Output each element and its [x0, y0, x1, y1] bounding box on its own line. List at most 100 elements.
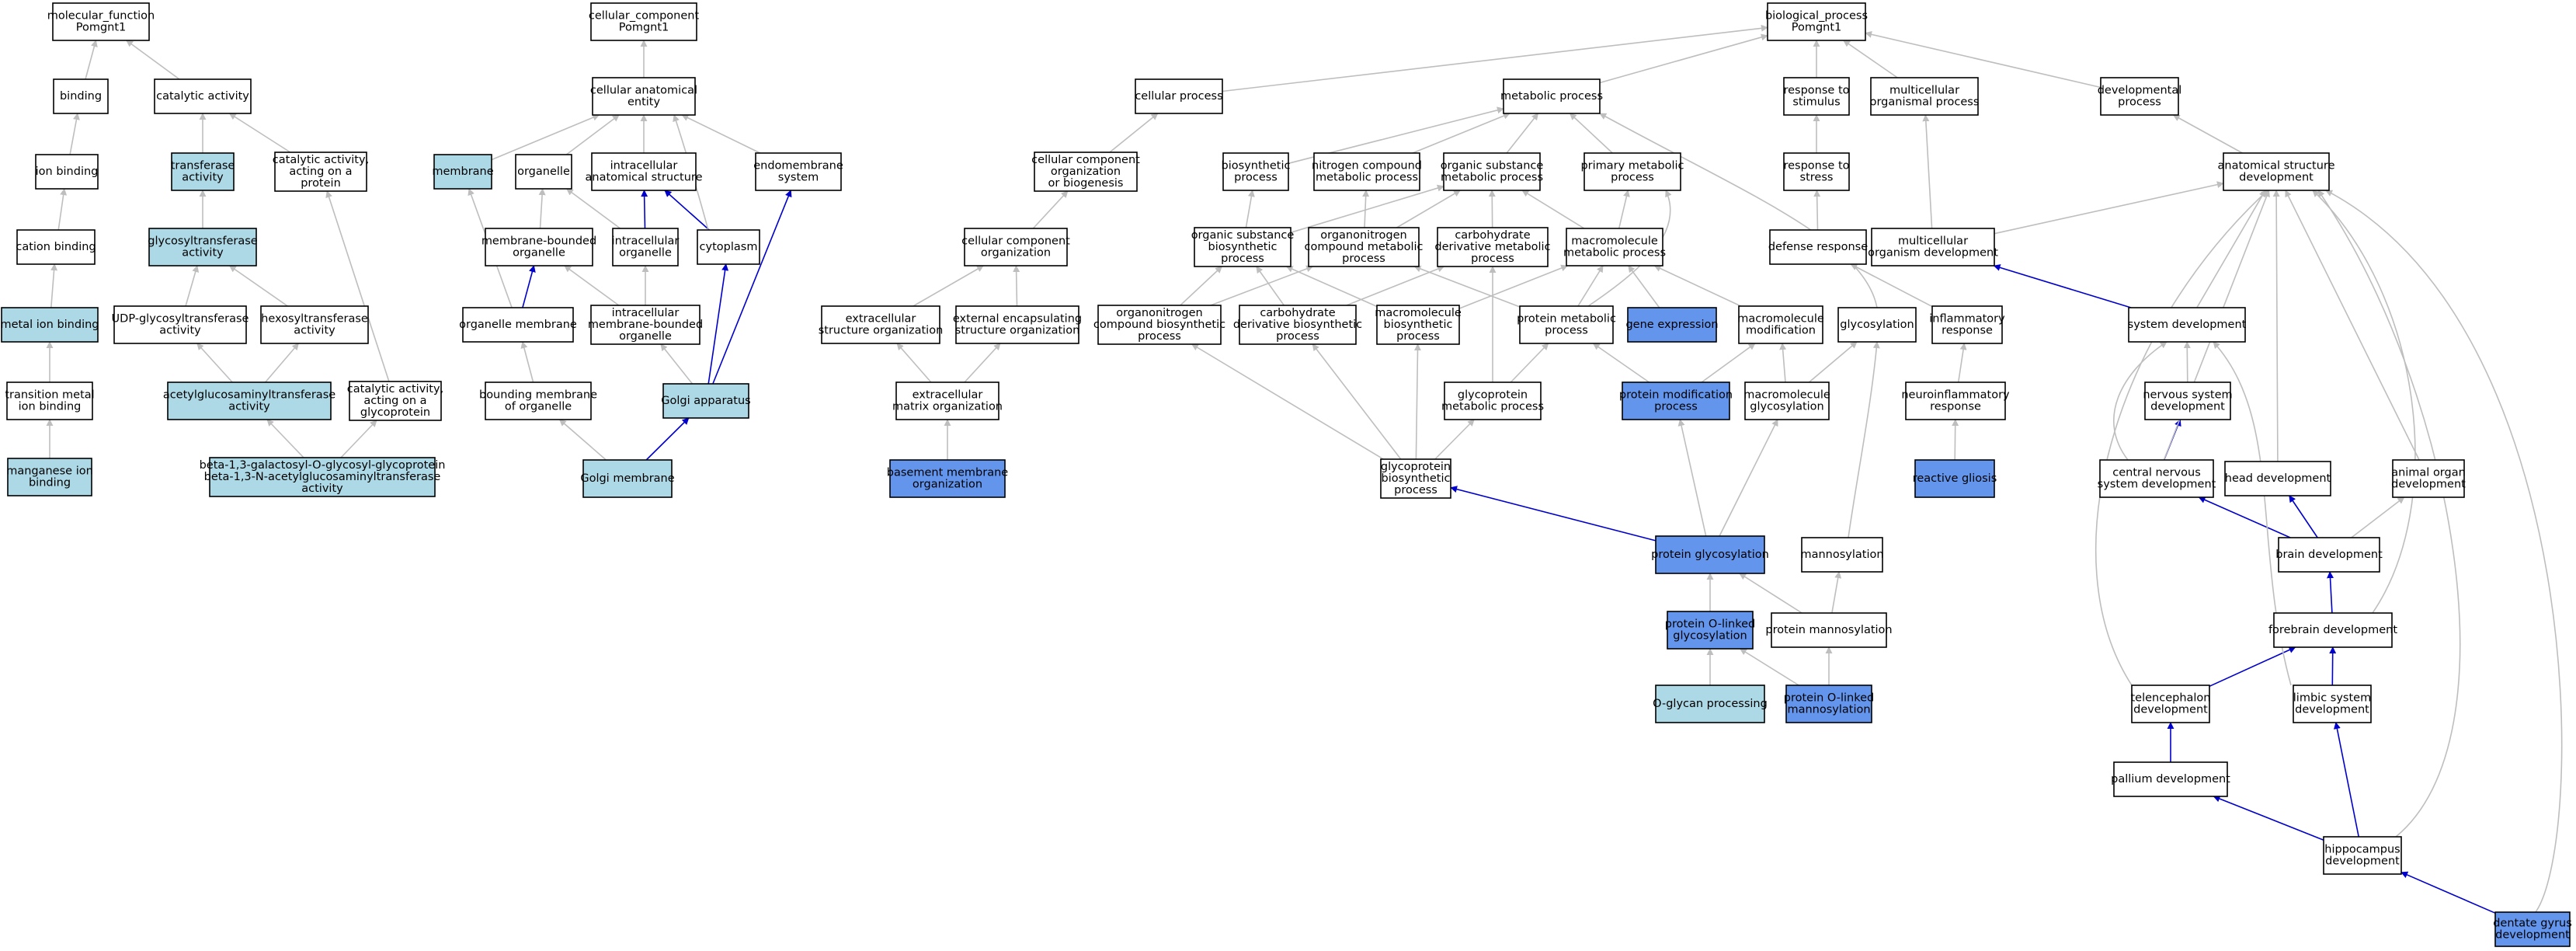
node-ionbind[interactable]: ion binding: [35, 154, 99, 190]
node-golgi[interactable]: Golgi apparatus: [661, 383, 751, 419]
node-box: [2128, 307, 2246, 343]
node-golgimem[interactable]: Golgi membrane: [580, 459, 675, 498]
edge-ionbind-to-binding: [69, 113, 80, 155]
node-metab[interactable]: metabolic process: [1500, 78, 1603, 114]
node-label: organonitrogen: [1320, 229, 1406, 242]
node-metal[interactable]: metal ion binding: [0, 307, 99, 343]
node-glycosylation[interactable]: glycosylation: [1837, 307, 1917, 343]
node-cellproc[interactable]: cellular process: [1135, 78, 1223, 114]
node-forebrain[interactable]: forebrain development: [2268, 612, 2397, 648]
node-mannosyl[interactable]: mannosylation: [1800, 537, 1884, 573]
node-label: binding: [60, 90, 102, 103]
edge-cation-to-ionbind: [57, 188, 68, 231]
node-braindev[interactable]: brain development: [2275, 537, 2383, 573]
node-label: Pomgnt1: [76, 22, 127, 34]
node-protglyco[interactable]: protein glycosylation: [1651, 535, 1769, 574]
node-binding[interactable]: binding: [53, 78, 109, 114]
node-geneexp[interactable]: gene expression: [1625, 307, 1719, 343]
node-box: [1771, 612, 1887, 648]
node-catact[interactable]: catalytic activity: [154, 78, 252, 114]
node-cation[interactable]: cation binding: [16, 229, 96, 265]
node-pallium[interactable]: pallium development: [2111, 761, 2230, 797]
node-oglycan[interactable]: O-glycan processing: [1653, 685, 1768, 723]
node-box: [154, 78, 252, 114]
node-cytoplasm[interactable]: cytoplasm: [697, 229, 760, 265]
node-protmanno[interactable]: protein mannosylation: [1765, 612, 1893, 648]
node-defense[interactable]: defense response: [1768, 229, 1868, 265]
node-orgmem[interactable]: organelle membrane: [459, 307, 577, 343]
edge-osbp-to-biosyn: [1245, 190, 1255, 228]
edge-golgimem-to-boundmem: [558, 419, 607, 461]
node-catglyco[interactable]: catalytic activity,acting on aglycoprote…: [347, 381, 443, 421]
node-reactive[interactable]: reactive gliosis: [1913, 459, 1997, 498]
node-membrane[interactable]: membrane: [432, 154, 494, 190]
node-label: organelle: [517, 165, 570, 178]
node-box: [349, 381, 442, 421]
node-label: development: [2325, 855, 2400, 868]
node-headdev[interactable]: head development: [2224, 461, 2331, 496]
node-beta[interactable]: beta-1,3-galactosyl-O-glycosyl-glycoprot…: [200, 457, 446, 497]
node-sysdev[interactable]: system development: [2128, 307, 2247, 343]
node-organelle[interactable]: organelle: [515, 154, 572, 190]
node-label: response: [1930, 401, 1981, 413]
